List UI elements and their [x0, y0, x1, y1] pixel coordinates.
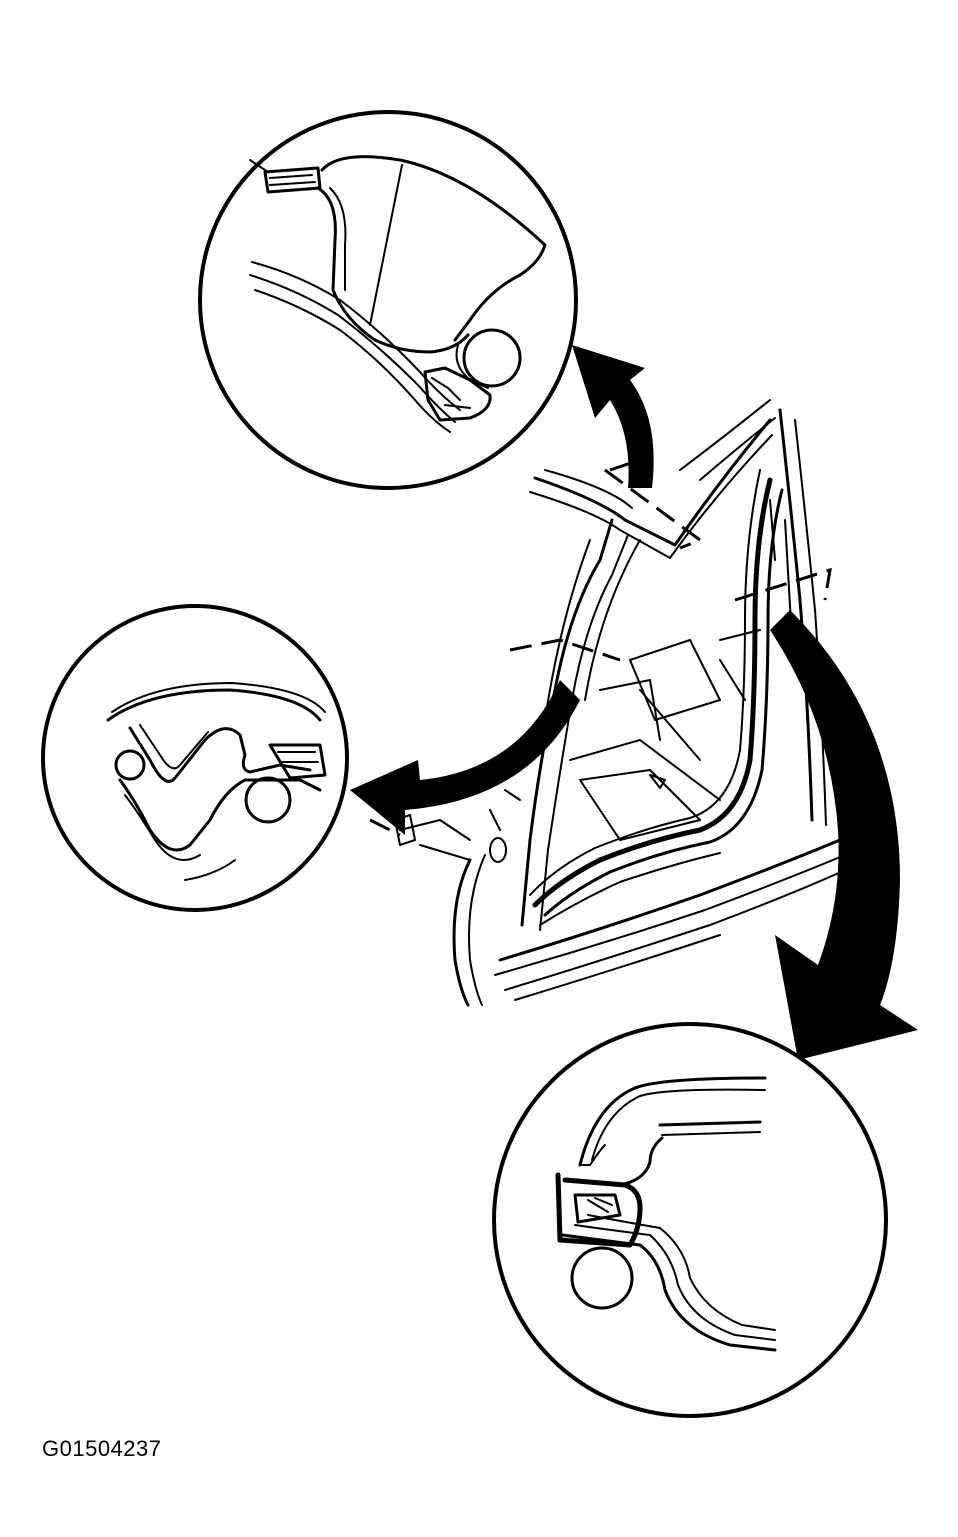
arrow-to-left-detail-icon — [350, 680, 580, 835]
figure-id-label: G01504237 — [42, 1436, 162, 1461]
detail-view-bottom — [492, 1022, 888, 1418]
arrow-to-bottom-detail-icon — [770, 610, 918, 1060]
arrow-to-top-detail-icon — [572, 345, 654, 488]
detail-view-top — [198, 110, 578, 490]
door-opening-body — [369, 399, 851, 1007]
detail-view-left — [41, 604, 349, 912]
